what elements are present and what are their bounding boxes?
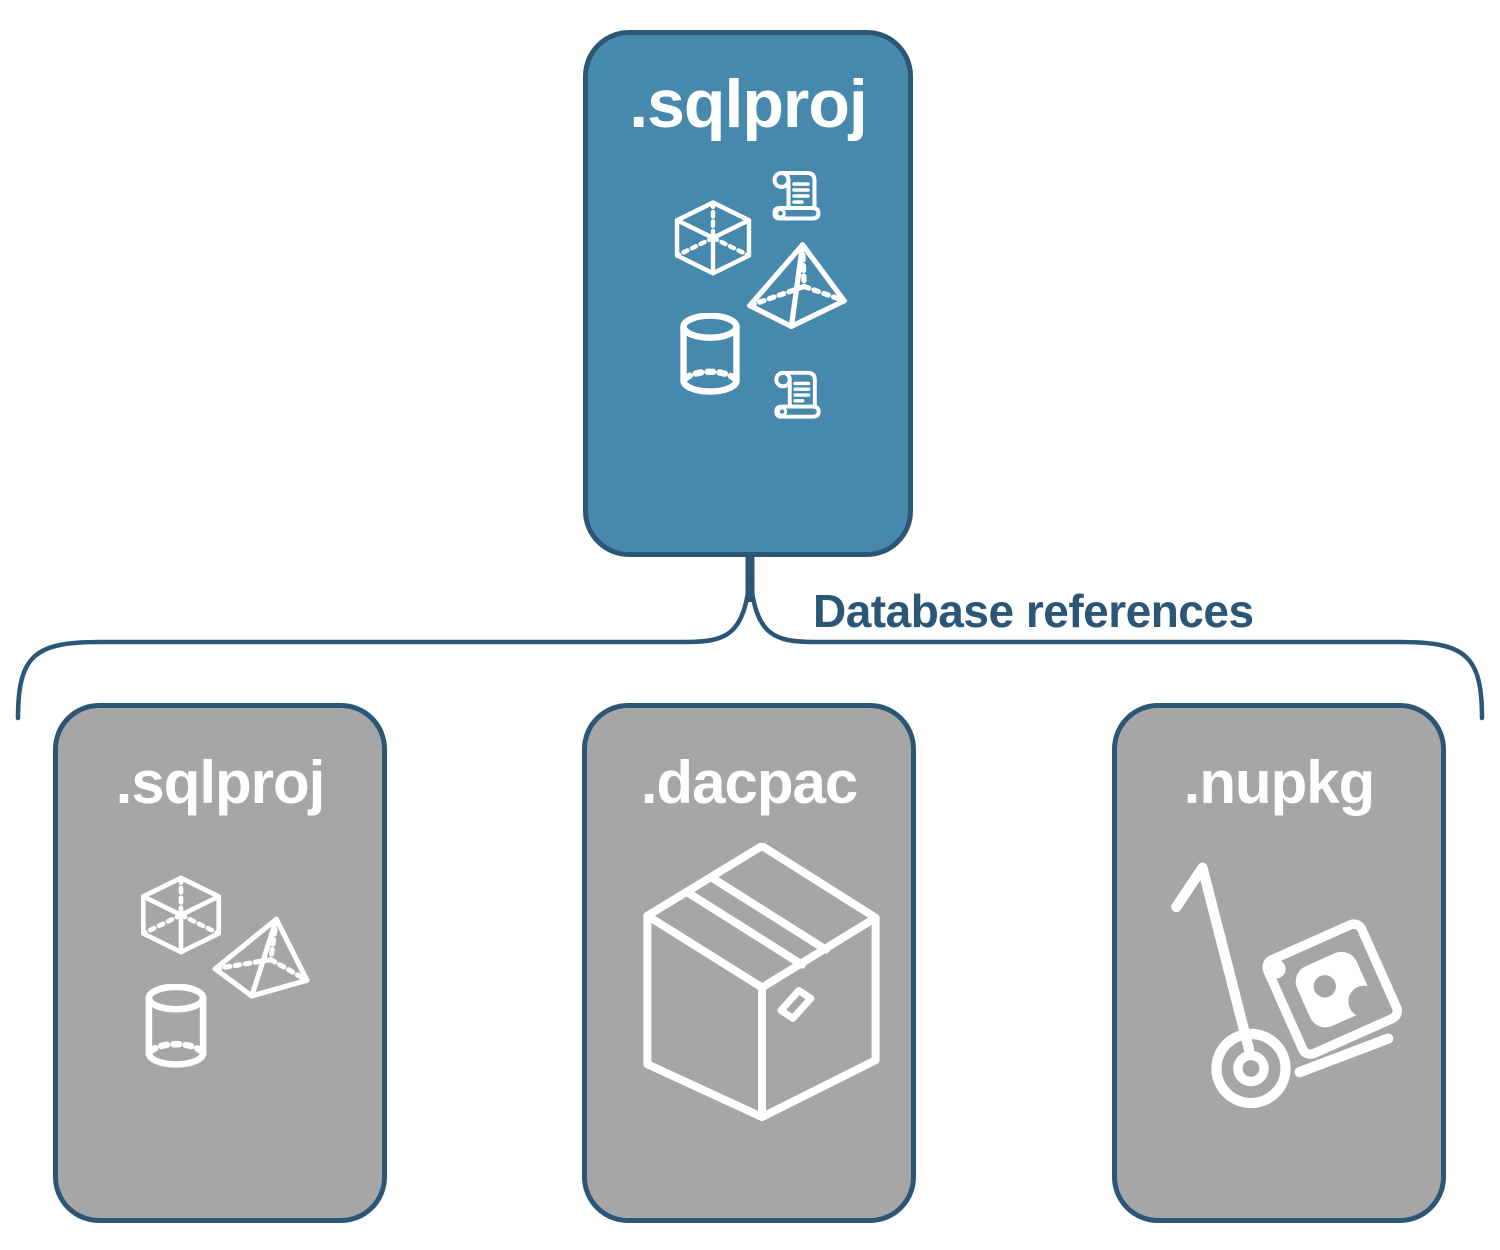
node-title: .sqlproj (629, 66, 868, 142)
pyramid-icon (206, 905, 322, 1011)
script-scroll-icon (770, 367, 824, 423)
node-title: .dacpac (640, 749, 858, 816)
cube-icon (672, 195, 754, 277)
pyramid-icon (745, 240, 849, 332)
cylinder-icon (678, 313, 742, 397)
connector-label: Database references (813, 585, 1254, 637)
cube-icon (138, 870, 224, 956)
cylinder-icon (143, 984, 209, 1070)
nuget-dolly-icon (1153, 833, 1433, 1121)
node-title: .sqlproj (115, 749, 326, 816)
node-dacpac: .dacpac (582, 703, 916, 1223)
node-title: .nupkg (1183, 749, 1376, 816)
node-nupkg: .nupkg (1112, 703, 1446, 1223)
node-sqlproj-root: .sqlproj (583, 30, 913, 557)
node-sqlproj-child: .sqlproj (53, 703, 387, 1223)
script-scroll-icon (768, 167, 824, 225)
package-box-icon (643, 843, 883, 1127)
